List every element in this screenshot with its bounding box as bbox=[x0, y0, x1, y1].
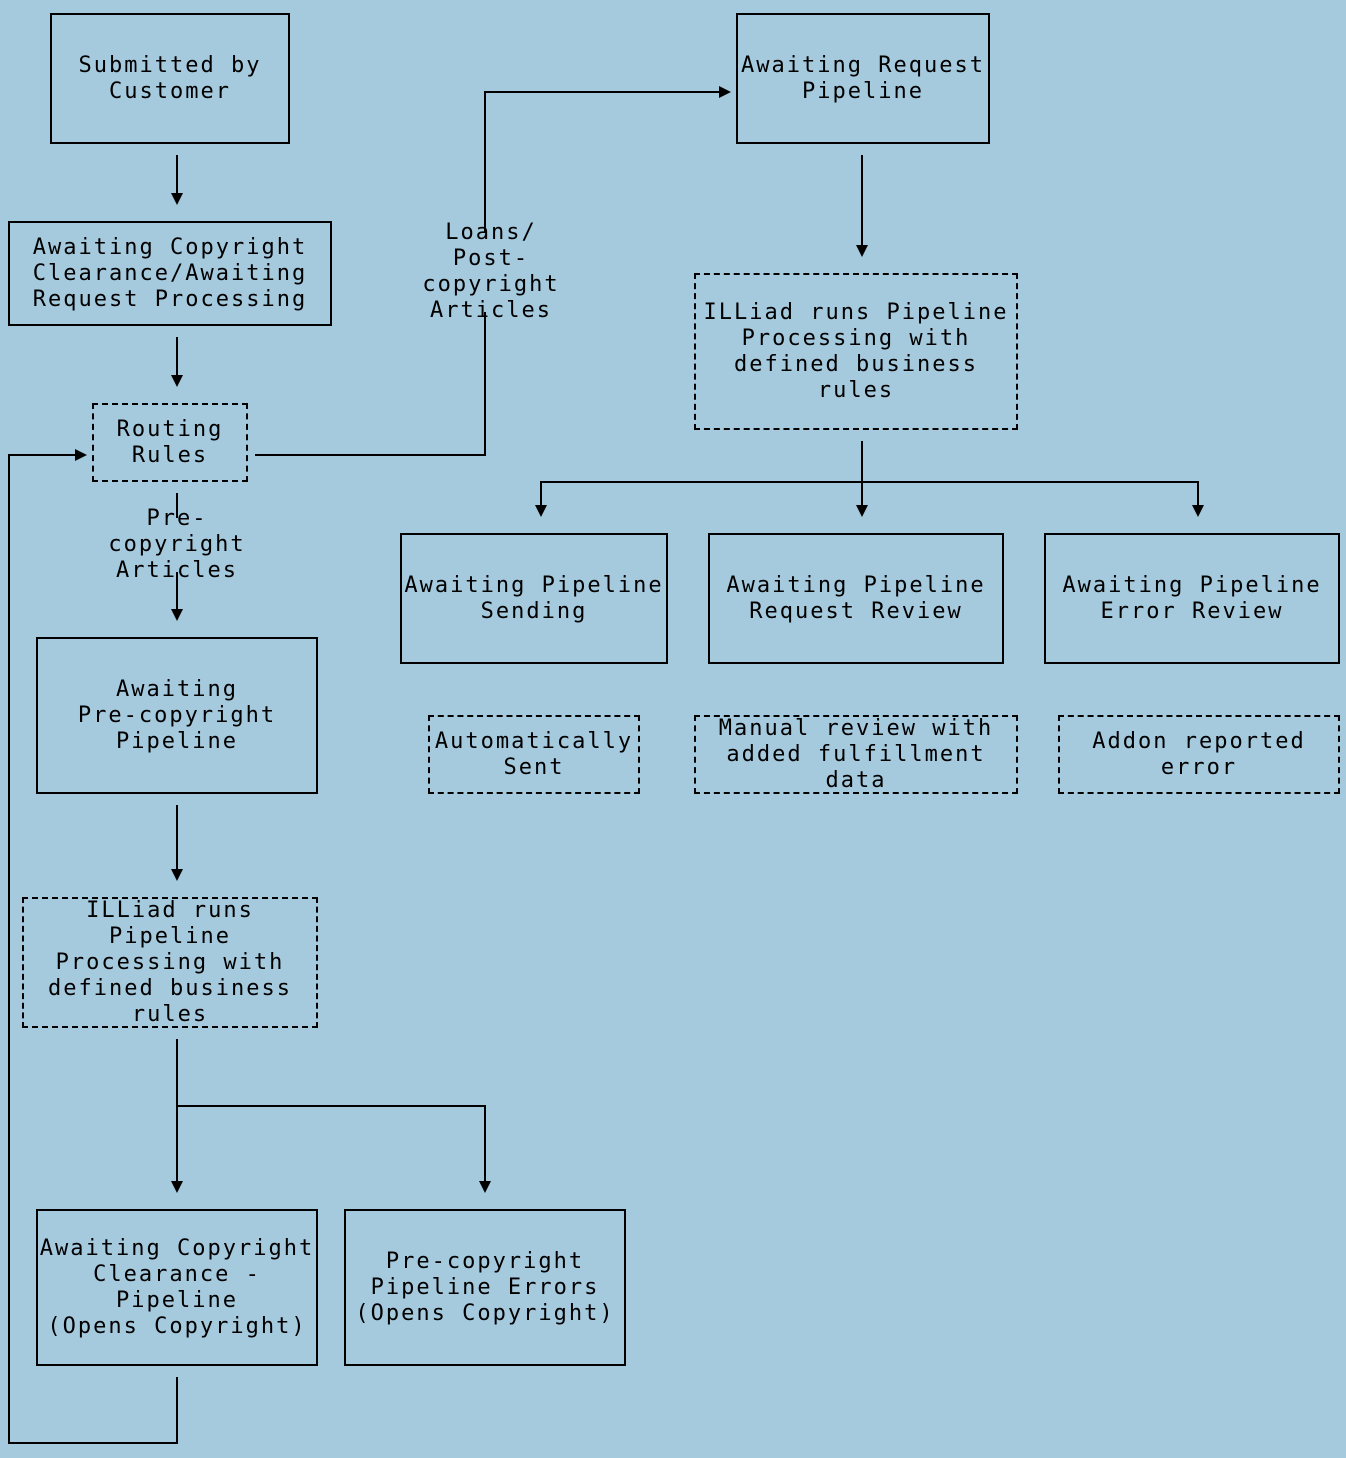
node-illiad-pipeline-processing-right: ILLiad runs Pipeline Processing with def… bbox=[694, 273, 1018, 430]
edge-illiad-to-error-review bbox=[862, 481, 1204, 517]
node-awaiting-pipeline-error-review: Awaiting Pipeline Error Review bbox=[1044, 533, 1340, 664]
edge-illiad-to-sending bbox=[535, 481, 862, 517]
node-precopyright-pipeline-errors: Pre-copyright Pipeline Errors (Opens Cop… bbox=[344, 1209, 626, 1366]
edge-label-loans-post-copyright: Loans/ Post-copyright Articles bbox=[386, 220, 596, 323]
edge-illiad-to-errors bbox=[177, 1105, 491, 1193]
node-awaiting-copyright-clearance: Awaiting Copyright Clearance/Awaiting Re… bbox=[8, 221, 332, 326]
node-manual-review: Manual review with added fulfillment dat… bbox=[694, 715, 1018, 794]
edge-label-pre-copyright-articles: Pre-copyright Articles bbox=[80, 506, 274, 583]
node-addon-reported-error: Addon reported error bbox=[1058, 715, 1340, 794]
node-awaiting-pipeline-request-review: Awaiting Pipeline Request Review bbox=[708, 533, 1004, 664]
edge-loopback-to-routing bbox=[8, 449, 178, 1444]
node-automatically-sent: Automatically Sent bbox=[428, 715, 640, 794]
node-awaiting-request-pipeline: Awaiting Request Pipeline bbox=[736, 13, 990, 144]
node-routing-rules: Routing Rules bbox=[92, 403, 248, 482]
node-submitted-by-customer: Submitted by Customer bbox=[50, 13, 290, 144]
node-awaiting-pipeline-sending: Awaiting Pipeline Sending bbox=[400, 533, 668, 664]
node-awaiting-precopyright-pipeline: Awaiting Pre-copyright Pipeline bbox=[36, 637, 318, 794]
node-awaiting-copyright-clearance-pipeline: Awaiting Copyright Clearance - Pipeline … bbox=[36, 1209, 318, 1366]
node-illiad-pipeline-processing-left: ILLiad runs Pipeline Processing with def… bbox=[22, 897, 318, 1028]
